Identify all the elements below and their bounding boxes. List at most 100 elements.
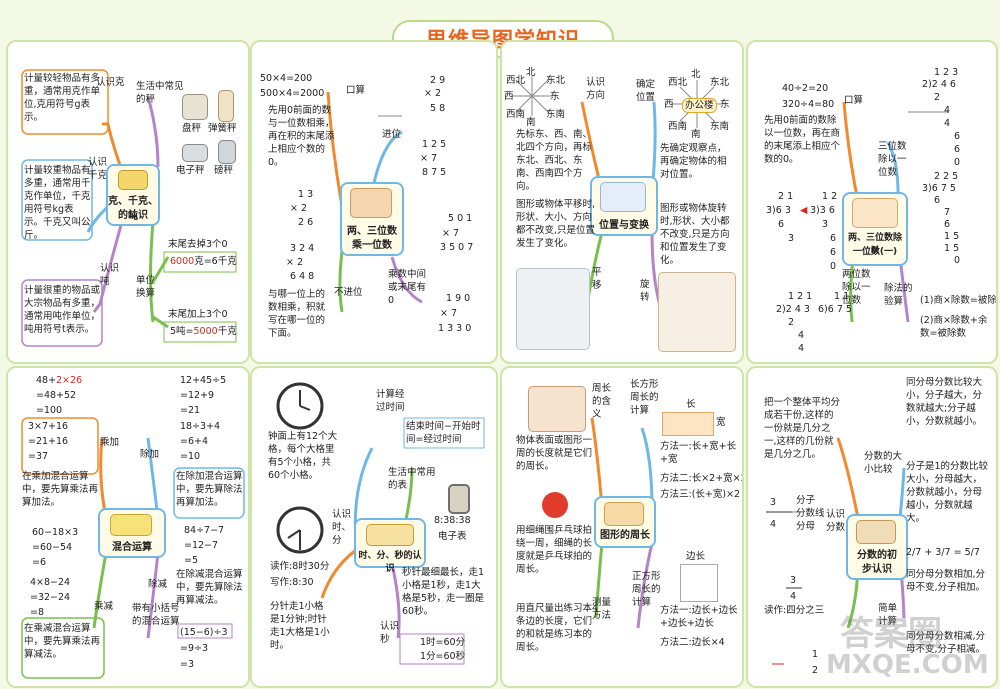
pos-compass-n: 北 (691, 69, 701, 80)
fraction-read-den: 4 (790, 591, 797, 602)
branch-ton: 认识吨 (100, 263, 120, 287)
mult-4-c: 6 4 8 (290, 271, 315, 282)
oral-label: 口算 (844, 95, 864, 106)
kids-fraction-illustration (856, 520, 896, 544)
house-illustration (110, 514, 152, 536)
conversion-1-title: 末尾去掉3个0 (168, 239, 228, 250)
expr-4-c: =10 (180, 451, 201, 462)
kids-dog-illustration (600, 182, 646, 212)
rect-method-1: 方法一:长+宽+长+宽 (660, 441, 737, 465)
ruler-measure-rule: 用直尺量出练习本4条边的长度，它们的和就是练习本的周长。 (516, 603, 599, 653)
rotation-illustration (658, 272, 736, 352)
panel-perimeter: 周长的含义 物体表面或图形一周的长度就是它们的周长。 用细绳围乒乓球拍绕一周，细… (500, 366, 744, 688)
position-rule: 先确定观察点，再确定物体的相对位置。 (660, 143, 727, 180)
subtract-rule: 同分母分数相减,分母不变,分子相减。 (906, 631, 986, 655)
central-topic-line-1: 克、千克、吨 (108, 196, 158, 222)
mult-3-c: 2 6 (298, 217, 314, 228)
gram-description: 计量较轻物品有多重，通常用克作单位,克用符号g表示。 (24, 73, 101, 123)
know-hour-minute-label: 认识时、分 (332, 509, 352, 546)
central-topic-line: 图形的周长 (600, 530, 650, 541)
small-frac-num: 1 (812, 649, 819, 660)
part-numerator: 分子 (796, 495, 816, 506)
div-sub-rule: 在除减混合运算中，要先算除法再算减法。 (176, 569, 243, 606)
expr-7-b: =32−24 (30, 592, 71, 603)
check-label: 除法的验算 (884, 283, 913, 307)
rect-length-label: 长 (686, 399, 696, 410)
expr-7-a: 4×8−24 (30, 577, 71, 588)
pan-scale-icon (182, 94, 208, 120)
part-fraction-line: 分数线 (796, 508, 825, 519)
compare-label: 分数的大小比较 (864, 451, 903, 475)
oral-ex-2: 320÷4=80 (782, 99, 835, 110)
central-topic-line-1: 两、三位数除以 (847, 233, 902, 256)
frac-f: 7 (973, 547, 980, 558)
expr-6-c: =5 (184, 555, 199, 566)
div-3-s1: 6 (778, 219, 785, 230)
pos-compass-se: 东南 (710, 121, 730, 132)
square-method-1: 方法一:边长+边长+边长+边长 (660, 605, 738, 629)
expr-5-c: =6 (32, 557, 47, 568)
panel-time: 钟面上有12个大格，每个大格里有5个小格，共60个小格。 计算经过时间 结束时间… (250, 366, 498, 688)
children-illustration (350, 188, 392, 218)
mult-1-c: 5 8 (430, 103, 446, 114)
measure-method-label: 测量方法 (592, 597, 612, 621)
pos-compass-s: 南 (691, 129, 701, 140)
div-5-quotient: 1 2 1 (788, 291, 813, 302)
compare-rule-2: 分子是1的分数比较大小，分母越大，分数就越小，分母越小，分数就越大。 (906, 461, 989, 524)
central-topic-time: 时、分、秒的认识 (354, 518, 426, 574)
compass-nw: 西北 (506, 75, 526, 86)
div-1-s2: 4 (944, 105, 951, 116)
panel-mixed-operations: 48+2×26 =48+52 =100 3×7+16 =21+16 =37 乘加… (6, 366, 250, 688)
oral-rule: 先用0前面的数与一位数相乘，再在积的末尾添上相应个数的0。 (268, 105, 335, 168)
mult-2-c: 8 7 5 (422, 167, 447, 178)
div-6-quotient: 1 1 (834, 291, 850, 302)
electronic-scale-icon (182, 144, 208, 162)
kids-table-illustration (604, 502, 644, 526)
central-topic-line: 位置与变换 (599, 220, 649, 231)
div-2-s3: 6 (944, 219, 951, 230)
central-topic-perimeter: 图形的周长 (594, 496, 656, 548)
div-1-s6: 0 (954, 157, 961, 168)
oral-ex-1: 50×4=200 (260, 73, 313, 84)
office-building: 办公楼 (682, 98, 717, 113)
expr-3-a: 12+45÷5 (180, 375, 227, 386)
conversion-minute: 1分=60秒 (420, 651, 466, 662)
div-arrow: ◀ (800, 205, 808, 216)
div-add-rule: 在除加混合运算中，要先算除法再算加法。 (176, 471, 243, 508)
expr-3-c: =21 (180, 405, 201, 416)
div-5-s1: 2 (788, 317, 795, 328)
add-rule: 同分母分数相加,分母不变,分子相加。 (906, 569, 986, 593)
square-method-2: 方法二:边长×4 (660, 637, 725, 648)
frac-b: 7 (915, 547, 922, 558)
div-4-s2: 6 (830, 233, 837, 244)
mult-4-b: × 2 (286, 257, 304, 268)
div-2-quotient: 2 2 5 (934, 171, 959, 182)
check-rule-1: (1)商×除数=被除数 (920, 295, 998, 306)
spring-scale-icon (218, 90, 234, 122)
expr-1-a: 48+2×26 (36, 375, 83, 386)
central-topic-line: 时、分、秒的认识 (358, 551, 422, 574)
expr-6-a: 84÷7−7 (184, 525, 225, 536)
conversion-1: 6000克=6千克 (170, 255, 237, 268)
div-1-s3: 4 (944, 118, 951, 129)
mult-5-a: 5 0 1 (448, 213, 473, 224)
central-topic-line-2: 一位数(一) (852, 247, 898, 257)
kids-illustration (366, 524, 414, 546)
watch-name: 电子表 (438, 531, 467, 542)
small-frac-den: 2 (812, 665, 819, 676)
branch-kg: 认识千克 (88, 157, 108, 181)
translation-label: 平移 (592, 267, 602, 291)
pos-compass-nw: 西北 (668, 77, 688, 88)
div-2-s1: 6 (934, 195, 941, 206)
perimeter-meaning-rule: 物体表面或图形一周的长度就是它们的周长。 (516, 435, 593, 472)
expr-1-b: =48+52 (36, 390, 77, 401)
expr-6-b: =12−7 (184, 540, 219, 551)
frac-d: 7 (944, 547, 951, 558)
mult-add-rule: 在乘加混合运算中，要先算乘法再算加法。 (22, 471, 99, 508)
central-topic-line-2: 乘一位数 (352, 240, 392, 251)
rect-method-3: 方法三:(长+宽)×2 (660, 489, 741, 500)
mult-6-c: 1 3 3 0 (438, 323, 472, 334)
elapsed-time-label: 计算经过时间 (376, 389, 405, 413)
div-1-top: 2)2 4 6 (922, 79, 956, 90)
mult-3-a: 1 3 (298, 189, 314, 200)
